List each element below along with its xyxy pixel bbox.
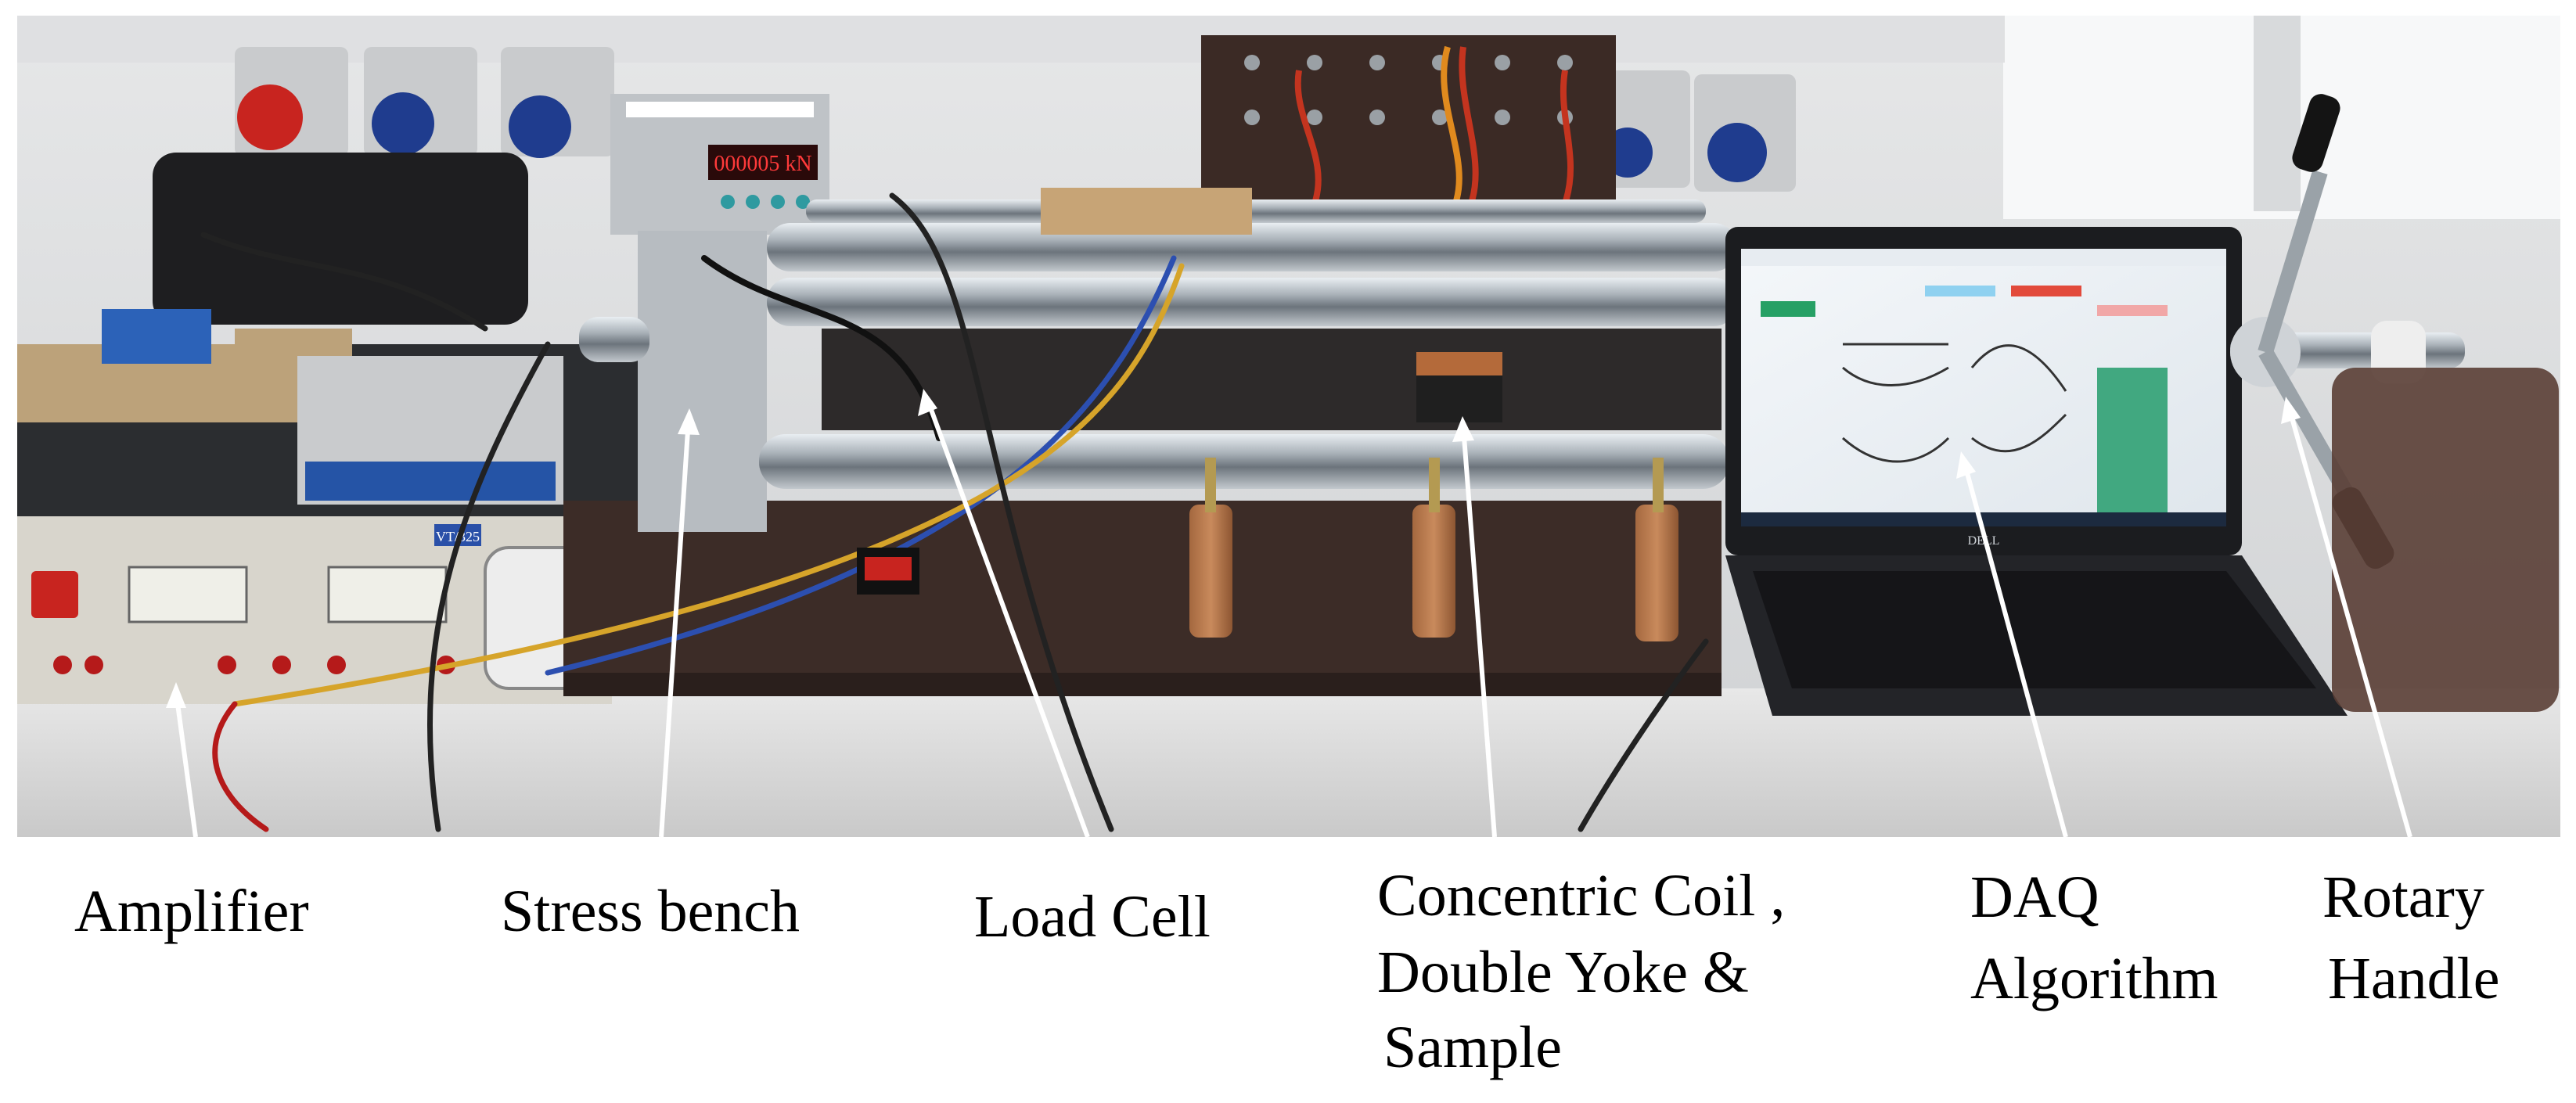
meter-readout: 000005 kN [714, 152, 811, 176]
black-case [153, 153, 528, 325]
arrow-amplifier [166, 682, 198, 838]
pointer-arrows [166, 389, 2412, 839]
cables [200, 192, 1709, 832]
wooden-posts [1189, 458, 1678, 641]
lab-photo: 000005 kN VT/325 [17, 16, 2560, 837]
arrow-rotary-handle [2281, 397, 2412, 838]
label-load-cell: Load Cell [974, 884, 1211, 950]
stress-bench-frame [563, 188, 1737, 696]
circuit-board [17, 309, 352, 422]
label-daq-line-1: DAQ [1970, 864, 2099, 930]
label-rotary-line-2: Handle [2328, 946, 2499, 1011]
caption-labels: Amplifier Stress bench Load Cell Concent… [74, 863, 2499, 1080]
label-coil-line-3: Sample [1383, 1015, 1562, 1080]
arrow-load-cell [918, 389, 1090, 839]
laptop: DELL [1725, 227, 2348, 716]
label-amplifier: Amplifier [74, 878, 309, 944]
terminal-board [1201, 35, 1616, 207]
arrow-stress-bench [659, 408, 700, 838]
arrow-coil-yoke [1452, 416, 1497, 838]
label-coil-line-2: Double Yoke & [1377, 940, 1749, 1005]
wall-sockets-left [235, 47, 614, 158]
wall-sockets-right [1596, 70, 1796, 192]
label-stress-bench: Stress bench [501, 878, 800, 944]
label-rotary-line-1: Rotary [2322, 864, 2484, 930]
label-daq-line-2: Algorithm [1970, 946, 2218, 1011]
chair [2332, 368, 2559, 712]
arrow-daq [1956, 451, 2068, 838]
force-meter: 000005 kN [610, 94, 829, 235]
daq-box [297, 356, 563, 505]
label-coil-line-1: Concentric Coil , [1377, 863, 1785, 929]
